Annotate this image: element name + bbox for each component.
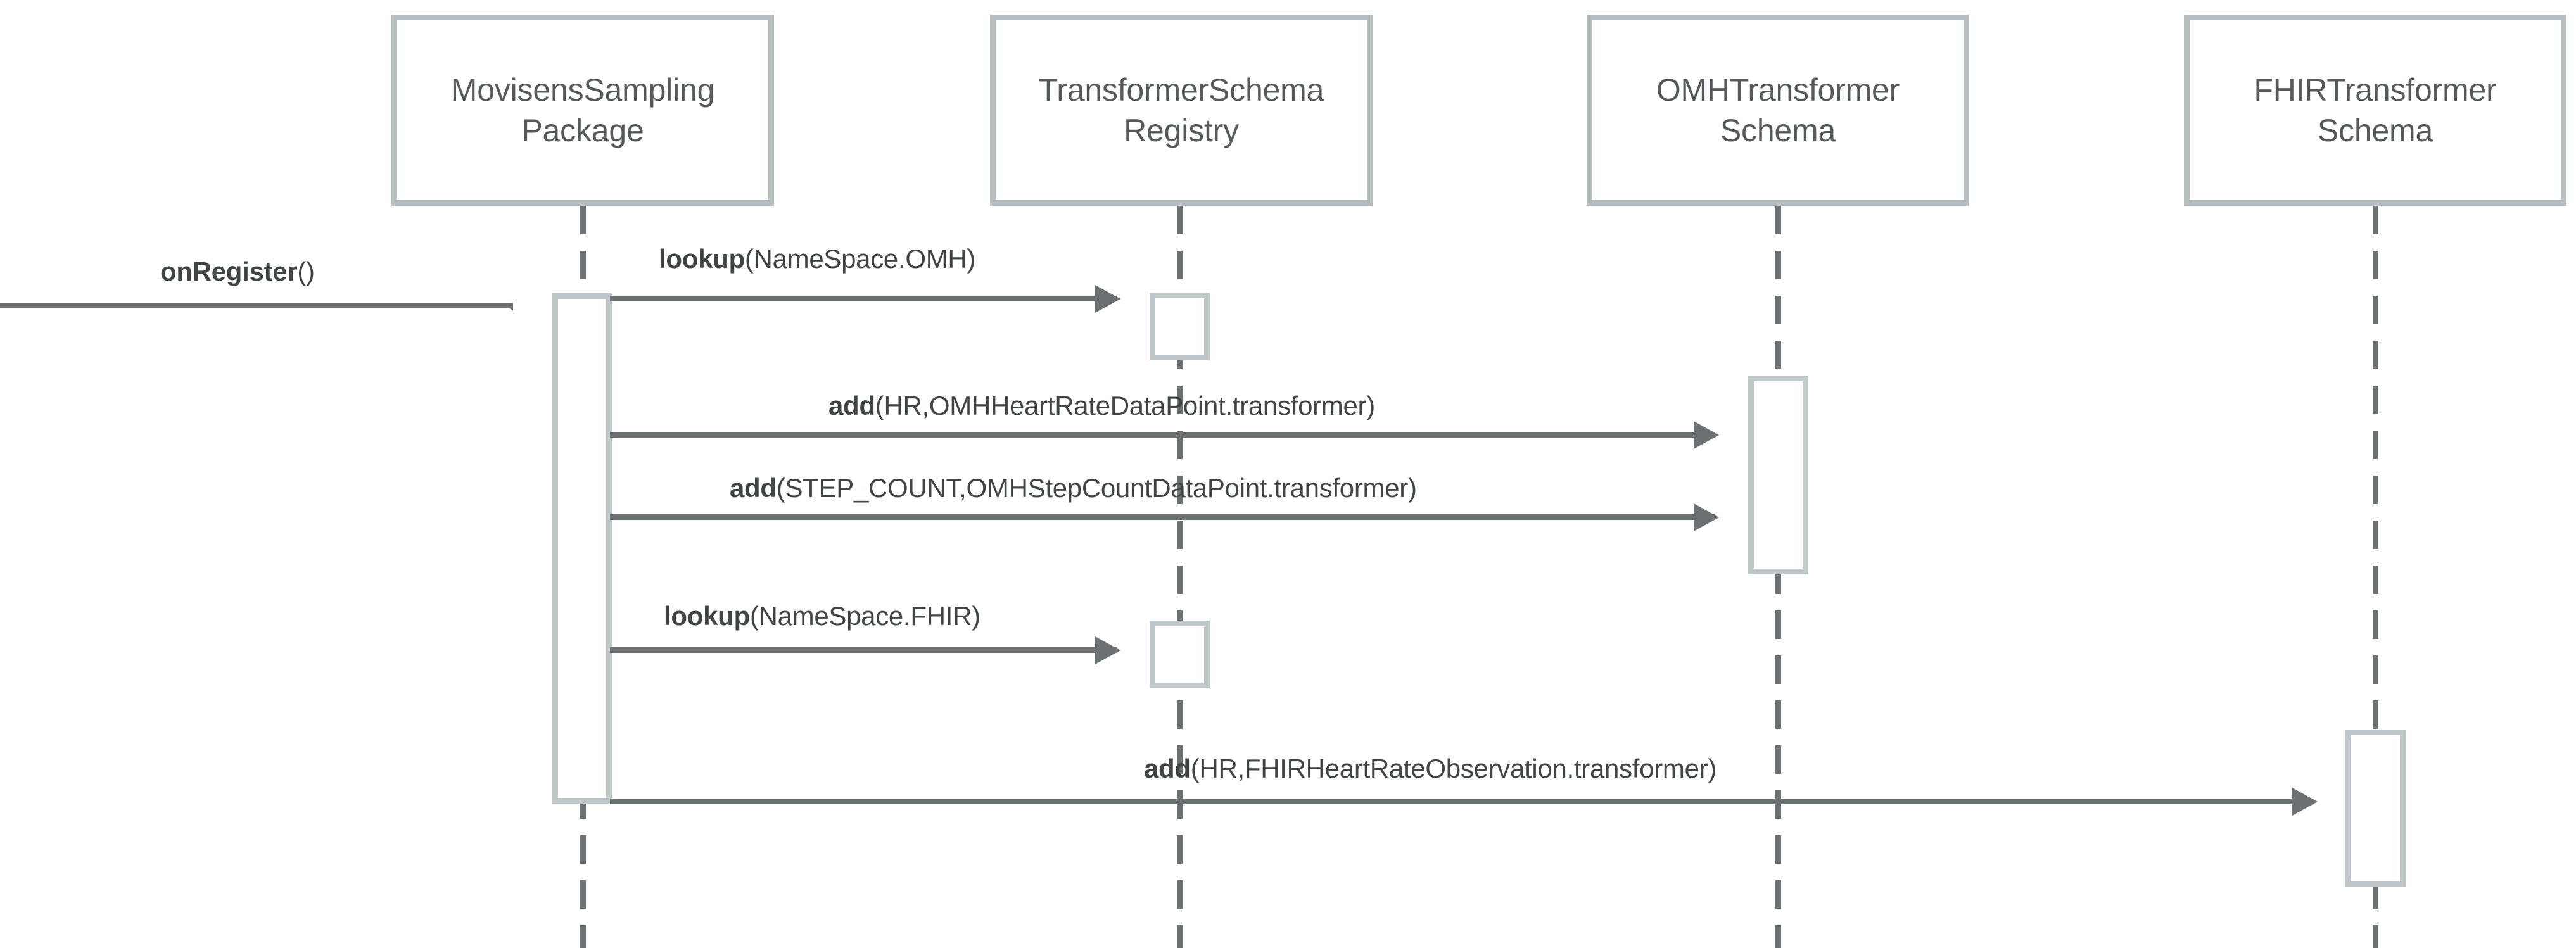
activation-bar-registry[interactable] xyxy=(1150,621,1210,688)
message-operation-name: add xyxy=(730,473,777,503)
lifeline-omh xyxy=(1775,206,1781,948)
arrowhead-filled-icon xyxy=(1095,285,1120,313)
message-arguments: () xyxy=(297,256,315,286)
message-arguments: (HR,OMHHeartRateDataPoint.transformer) xyxy=(875,391,1375,420)
participant-label-line2: Registry xyxy=(1124,113,1239,148)
message-arguments: (NameSpace.OMH) xyxy=(744,244,976,274)
participant-label-line1: FHIRTransformer xyxy=(2254,72,2497,108)
message-operation-name: lookup xyxy=(659,244,745,274)
message-line xyxy=(610,799,2314,804)
message-label-msg-onregister: onRegister() xyxy=(160,258,315,285)
message-line xyxy=(610,647,1117,653)
message-arguments: (NameSpace.FHIR) xyxy=(749,601,980,631)
message-line xyxy=(610,514,1715,520)
message-arguments: (STEP_COUNT,OMHStepCountDataPoint.transf… xyxy=(776,473,1417,503)
participant-label-line1: MovisensSampling xyxy=(450,72,715,108)
message-operation-name: add xyxy=(1144,754,1191,783)
participant-label-line2: Schema xyxy=(1720,113,1836,148)
message-label-msg-lookup-omh: lookup(NameSpace.OMH) xyxy=(659,246,975,272)
message-label-msg-add-hr-omh: add(HR,OMHHeartRateDataPoint.transformer… xyxy=(828,393,1375,419)
participant-label-line1: TransformerSchema xyxy=(1038,72,1324,108)
activation-bar-fhir[interactable] xyxy=(2345,730,2406,887)
lifeline-fhir xyxy=(2373,206,2378,948)
participant-label-line2: Schema xyxy=(2317,113,2433,148)
arrowhead-filled-icon xyxy=(1694,421,1719,449)
message-line xyxy=(0,303,513,308)
participant-label-line2: Package xyxy=(521,113,644,148)
message-line xyxy=(610,432,1715,438)
activation-bar-registry[interactable] xyxy=(1150,293,1210,360)
message-label-msg-lookup-fhir: lookup(NameSpace.FHIR) xyxy=(664,603,980,629)
activation-bar-omh[interactable] xyxy=(1748,376,1808,574)
message-label-msg-add-stepcount-omh: add(STEP_COUNT,OMHStepCountDataPoint.tra… xyxy=(730,475,1417,502)
message-operation-name: onRegister xyxy=(160,256,298,286)
message-line xyxy=(610,296,1117,301)
arrowhead-open-icon xyxy=(485,308,513,325)
lifeline-registry xyxy=(1177,206,1183,948)
activation-bar-movisens[interactable] xyxy=(552,293,612,804)
arrowhead-filled-icon xyxy=(1095,636,1120,664)
participant-label-line1: OMHTransformer xyxy=(1656,72,1900,108)
message-arguments: (HR,FHIRHeartRateObservation.transformer… xyxy=(1190,754,1717,783)
message-operation-name: lookup xyxy=(664,601,750,631)
message-operation-name: add xyxy=(828,391,875,420)
arrowhead-filled-icon xyxy=(2292,788,2318,816)
message-label-msg-add-hr-fhir: add(HR,FHIRHeartRateObservation.transfor… xyxy=(1144,755,1716,782)
arrowhead-filled-icon xyxy=(1694,503,1719,531)
